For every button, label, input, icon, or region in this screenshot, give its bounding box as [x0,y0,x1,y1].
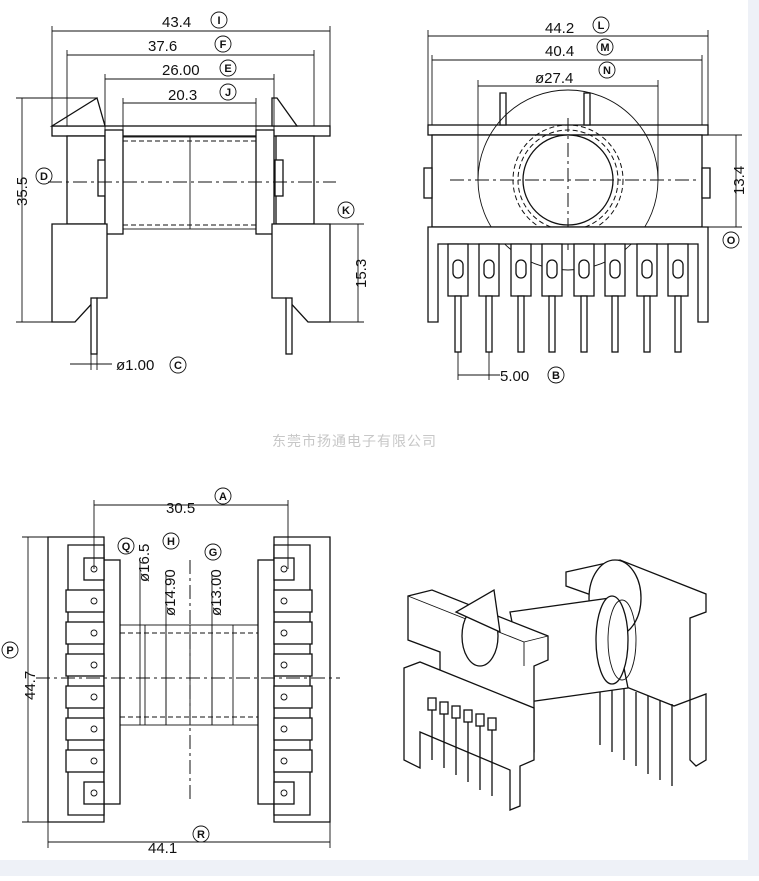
callout-M: M [600,42,609,54]
bottom-border-strip [0,860,759,876]
callout-F: F [220,39,227,51]
callout-H: H [167,536,175,548]
dim-B-value: 5.00 [500,368,529,385]
dim-D-value: 35.5 [14,177,31,206]
callout-E: E [224,63,231,75]
callout-Q: Q [122,541,131,553]
side-pin [510,243,532,353]
side-view-pins [447,243,689,353]
front-left-pin [90,297,98,355]
callout-K: K [342,205,350,217]
callout-L: L [598,20,605,32]
pin-row-right [273,557,313,805]
dim-O-value: 13.4 [731,166,748,195]
watermark-company: 东莞市扬通电子有限公司 [272,433,437,449]
front-right-base [271,223,331,323]
dim-L-value: 44.2 [545,20,574,37]
callout-C: C [174,360,182,372]
front-left-base [51,223,108,323]
right-border-strip [748,0,759,876]
front-left-tab [49,96,106,127]
dim-H-value: ø14.90 [162,569,179,616]
iso-tab [454,588,501,634]
dim-M-value: 40.4 [545,43,574,60]
callout-I: I [217,15,220,27]
side-base-frame [427,226,709,323]
callout-A: A [219,491,227,503]
dim-P-value: 44.7 [22,671,39,700]
callout-P: P [6,645,13,657]
front-view-dimensions: 43.4 I 37.6 F 26.00 E 20.3 J 35.5 D [14,11,370,374]
callout-G: G [209,547,218,559]
front-right-tab [271,97,299,127]
side-pin [573,243,595,353]
callout-O: O [727,235,736,247]
callout-D: D [40,171,48,183]
dim-Q-value: ø16.5 [136,544,153,582]
dim-N-value: ø27.4 [535,70,573,87]
side-pin [636,243,658,353]
callout-N: N [603,65,611,77]
top-view-dimensions: 30.5 A ø16.5 Q ø14.90 H ø13.00 G 44.7 P … [1,487,331,857]
dim-C-value: ø1.00 [116,357,154,374]
dim-E-value: 26.00 [162,62,200,79]
dim-I-value: 43.4 [162,14,191,31]
side-view-dimensions: 44.2 L 40.4 M ø27.4 N 13.4 O 5.00 B [427,16,748,385]
dim-K-value: 15.3 [353,259,370,288]
isometric-view [403,559,707,811]
dim-G-value: ø13.00 [208,569,225,616]
front-bobbin-tube [122,136,257,230]
side-pin [541,243,563,353]
side-pin [478,243,500,353]
callout-B: B [552,370,560,382]
front-right-pin [285,297,293,355]
side-pin [667,243,689,353]
callout-R: R [197,829,205,841]
callout-I-circle [210,11,228,29]
side-pin [447,243,469,353]
side-view [423,89,711,323]
front-view [48,96,336,355]
front-top-flange [51,125,331,137]
dim-F-value: 37.6 [148,38,177,55]
dim-A-value: 30.5 [166,500,195,517]
dim-R-value: 44.1 [148,840,177,857]
side-pin [604,243,626,353]
top-bobbin [119,624,259,726]
dim-J-value: 20.3 [168,87,197,104]
callout-J: J [225,87,231,99]
